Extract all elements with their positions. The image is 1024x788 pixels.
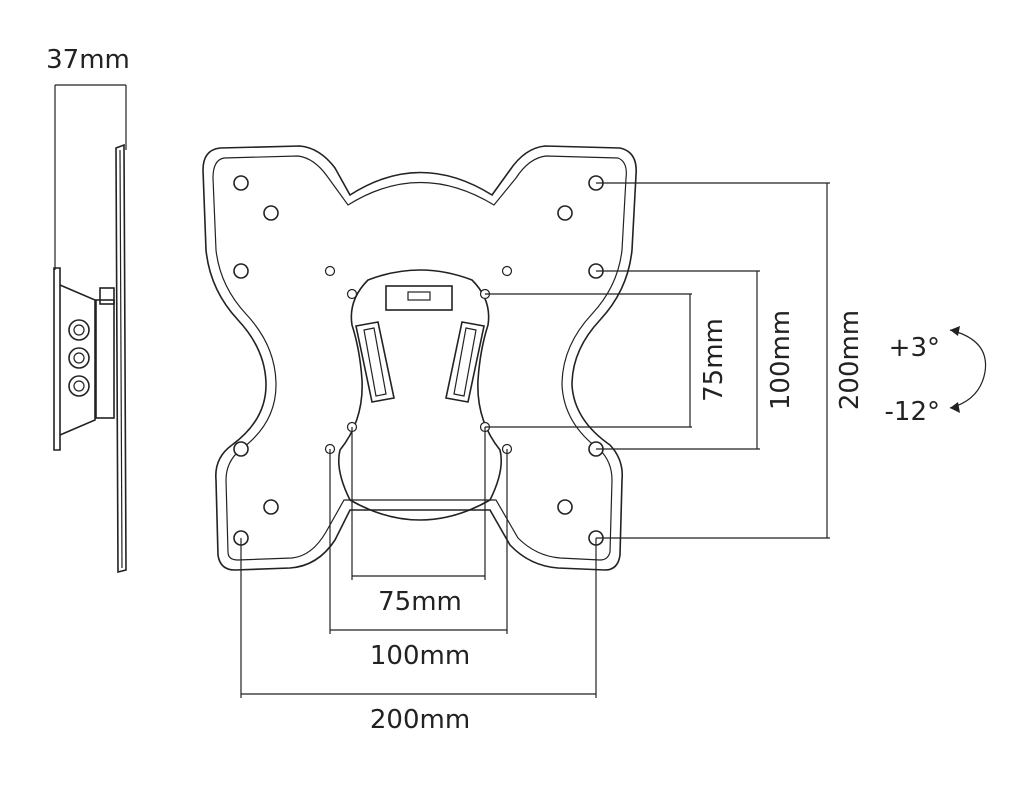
tilt-up-label: +3° (889, 333, 940, 363)
plate-inner-outline (212, 155, 627, 561)
left-slot-inner (363, 327, 387, 397)
side-view: 37mm (46, 45, 130, 574)
tilt-down-label: -12° (885, 397, 940, 427)
tilt-arrow-down-icon (950, 402, 960, 413)
center-frame (337, 269, 503, 521)
side-knob (99, 287, 115, 305)
hole-200-tl (233, 175, 249, 191)
top-hook-slot (407, 291, 431, 301)
depth-label: 37mm (46, 45, 130, 75)
plate-outline (202, 145, 637, 571)
side-bolt-top-inner (73, 324, 85, 336)
side-bolt-bottom-inner (73, 380, 85, 392)
v200-label: 200mm (835, 310, 865, 410)
hole-ext-bl (263, 499, 279, 515)
hole-100-tl (324, 265, 336, 277)
side-bolt-mid-inner (73, 352, 85, 364)
front-view (202, 145, 637, 571)
v75-label: 75mm (699, 318, 729, 402)
hole-ext-tl (263, 205, 279, 221)
hole-75-tl (346, 288, 358, 300)
right-slot-inner (453, 327, 477, 397)
hole-side-tl (233, 263, 249, 279)
side-plate (115, 143, 127, 574)
h200-label: 200mm (370, 705, 470, 735)
horizontal-dimensions: 75mm 100mm 200mm (240, 427, 597, 735)
side-plate-inner (119, 149, 123, 569)
side-wall-plate (53, 267, 61, 451)
hole-side-bl (233, 441, 249, 457)
left-slot (355, 321, 395, 403)
vertical-dimensions: 75mm 100mm 200mm (485, 182, 865, 539)
hole-ext-tr (557, 205, 573, 221)
tilt-arc (949, 329, 987, 409)
side-bracket (95, 299, 115, 419)
h100-label: 100mm (370, 641, 470, 671)
v100-label: 100mm (766, 310, 796, 410)
right-slot (445, 321, 485, 403)
hole-100-tr (501, 265, 513, 277)
hole-ext-br (557, 499, 573, 515)
top-hook-bracket (385, 285, 453, 311)
tilt-arrow-up-icon (950, 326, 960, 336)
side-arm (59, 284, 96, 436)
h75-label: 75mm (378, 587, 462, 617)
tilt-indicator: +3° -12° (885, 326, 987, 427)
